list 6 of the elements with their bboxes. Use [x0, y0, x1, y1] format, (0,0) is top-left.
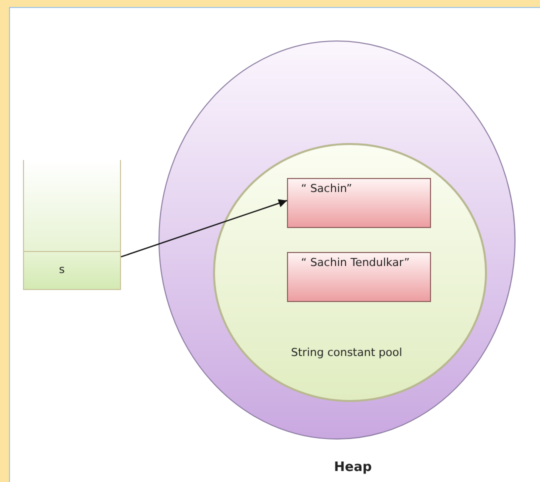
- heap-label: Heap: [334, 460, 372, 475]
- arrow: [120, 199, 288, 258]
- string-literal: “ Sachin”: [301, 182, 352, 195]
- variable-name: s: [59, 263, 65, 276]
- string-literal: “ Sachin Tendulkar”: [301, 256, 410, 269]
- pool-label: String constant pool: [291, 346, 402, 359]
